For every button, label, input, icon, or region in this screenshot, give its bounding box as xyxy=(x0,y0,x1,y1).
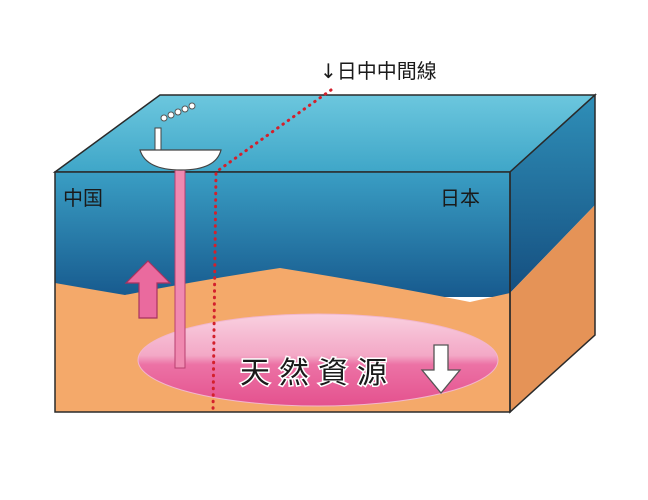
sea-surface xyxy=(52,94,597,173)
side-water xyxy=(510,95,595,293)
smoke-bubbles xyxy=(160,102,196,122)
side-face-outline xyxy=(509,93,596,414)
resource-deposit xyxy=(137,313,499,407)
side-seabed xyxy=(510,205,595,412)
drill-pipe xyxy=(174,159,186,369)
platform-tower xyxy=(154,127,162,153)
median-line xyxy=(211,88,333,414)
label-china: 中国 xyxy=(63,186,103,210)
drilling-platform-icon xyxy=(139,102,222,171)
down-arrow-icon xyxy=(420,344,462,395)
label-japan: 日本 xyxy=(440,186,480,210)
platform-hull xyxy=(139,149,222,171)
resource-label: 天然資源 xyxy=(240,356,396,391)
up-arrow-icon xyxy=(124,260,172,319)
median-line-label: ↓日中中間線 xyxy=(320,59,437,83)
